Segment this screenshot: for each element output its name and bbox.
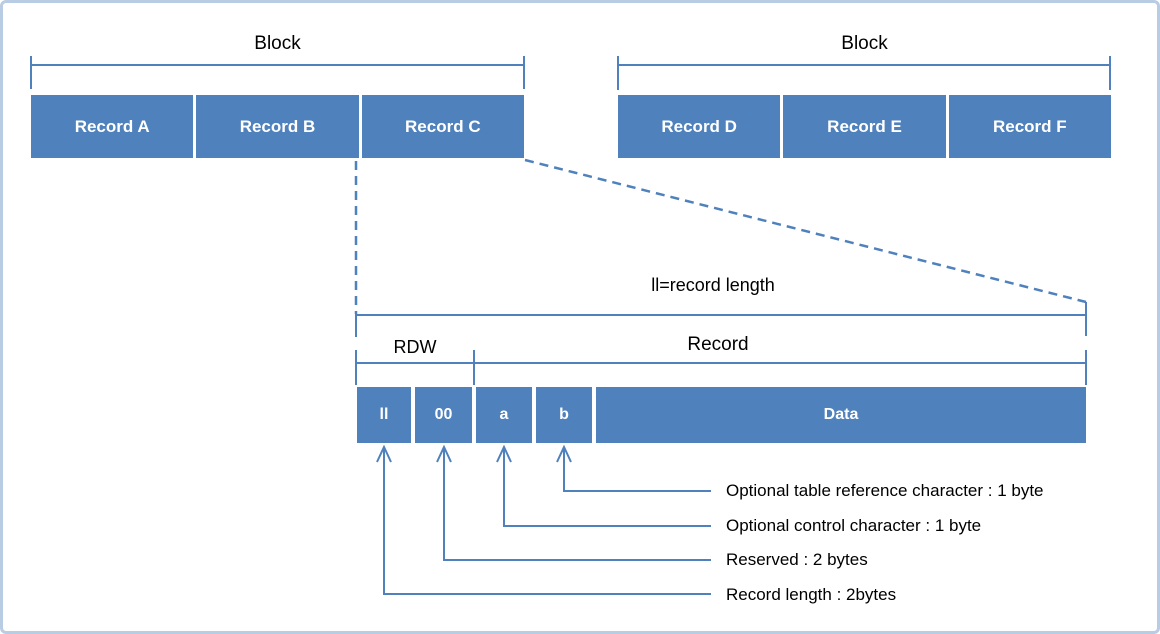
annotation-arrows — [376, 444, 711, 595]
block-right-records: Record D Record E Record F — [618, 95, 1111, 158]
record-box-c: Record C — [361, 95, 524, 158]
block-left-records: Record A Record B Record C — [31, 95, 524, 158]
right-block-bracket — [617, 56, 1111, 90]
record-box-e: Record E — [783, 95, 946, 158]
annotation-optional-control: Optional control character : 1 byte — [726, 516, 982, 535]
field-box-data: Data — [596, 387, 1086, 443]
arrow-to-b — [556, 444, 711, 492]
rdw-label: RDW — [393, 337, 437, 357]
field-box-ll: ll — [357, 387, 411, 443]
arrow-to-a — [496, 444, 711, 527]
annotation-optional-table-reference: Optional table reference character : 1 b… — [726, 481, 1044, 500]
record-length-label: ll=record length — [651, 275, 775, 295]
record-box-d: Record D — [618, 95, 781, 158]
annotation-reserved: Reserved : 2 bytes — [726, 550, 868, 569]
record-box-a: Record A — [31, 95, 194, 158]
field-box-00: 00 — [415, 387, 472, 443]
field-row: ll 00 a b Data — [357, 387, 1086, 443]
record-box-f: Record F — [948, 95, 1111, 158]
annotation-record-length: Record length : 2bytes — [726, 585, 897, 604]
arrow-to-ll — [376, 444, 711, 595]
block-label-right: Block — [841, 33, 888, 54]
block-label-left: Block — [254, 33, 301, 54]
record-box-b: Record B — [196, 95, 359, 158]
left-block-bracket — [30, 56, 525, 89]
record-label: Record — [687, 334, 749, 355]
record-c-projection-dashed-lines — [354, 158, 1087, 314]
arrow-to-00 — [436, 444, 711, 561]
record-length-bracket — [355, 302, 1087, 337]
field-box-b: b — [536, 387, 592, 443]
projection-dashed-right — [524, 158, 1087, 304]
rdw-record-bracket — [355, 350, 1087, 385]
field-box-a: a — [476, 387, 532, 443]
diagram-lines — [30, 56, 1111, 595]
